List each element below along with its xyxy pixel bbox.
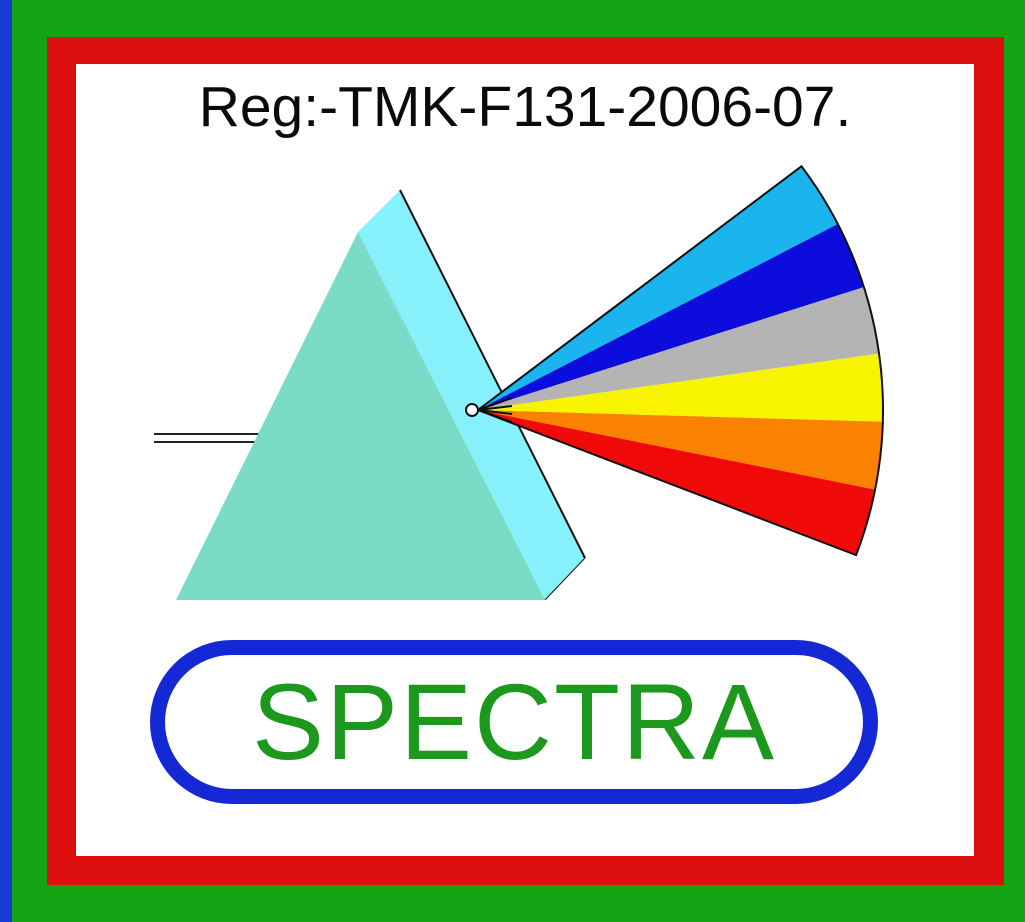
prism-edge [399,189,586,559]
left-edge-stripe [0,0,12,922]
registration-text: Reg:-TMK-F131-2006-07. [198,75,852,139]
spectrum-band-orange [478,410,883,490]
prism-edge-bottom [544,557,586,601]
spectrum-band-grey [478,287,880,410]
name-badge [150,640,878,804]
spectrum-band-blue [478,224,864,410]
spectrum-fan [475,164,884,557]
spectrum-band-red [478,410,876,556]
spectrum-band-sky-blue [478,166,838,410]
light-rays [477,397,513,423]
prism-front-face [176,232,545,600]
brand-name: SPECTRA [251,661,777,782]
spectrum-fan-outline [475,164,884,557]
spectrum-band-yellow [478,353,883,422]
incoming-light-beam [154,433,262,443]
light-origin-point [465,403,479,417]
prism-side-face [358,190,585,600]
